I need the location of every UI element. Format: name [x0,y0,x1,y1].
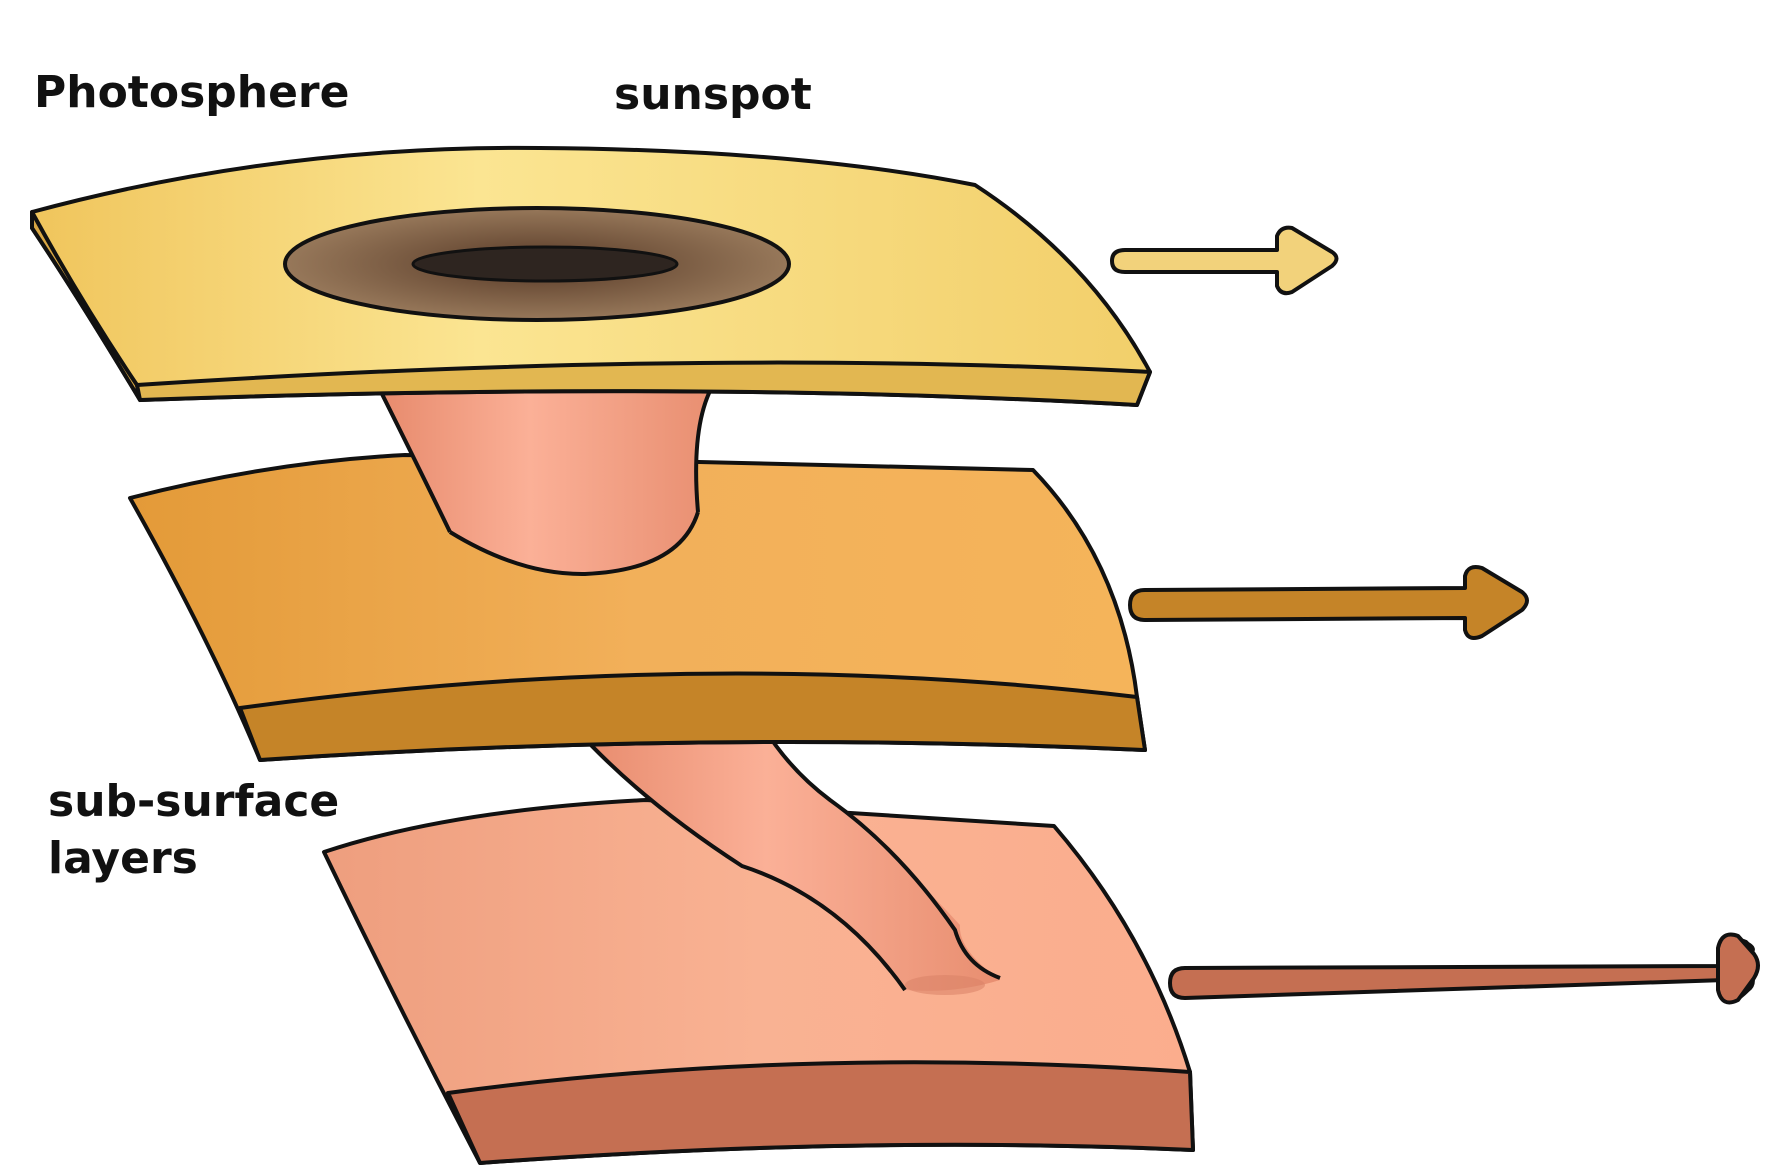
sub-surface-layers-label: sub-surface layers [48,773,339,887]
sub-surface-label-line1: sub-surface [48,776,340,827]
photosphere-label: Photosphere [34,67,350,118]
bottom-sub-surface-layer [322,798,1195,1165]
sub-surface-label-line2: layers [48,833,198,885]
sunspot-label: sunspot [614,69,812,120]
arrow-photosphere [1110,225,1339,296]
arrow-middle-layer [1128,565,1529,640]
arrow-bottom-layer [1168,932,1760,1005]
middle-sub-surface-layer [128,453,1147,762]
photosphere-layer [30,145,1152,407]
lower-flux-tube [573,726,1001,995]
sunspot-umbra [411,245,679,283]
